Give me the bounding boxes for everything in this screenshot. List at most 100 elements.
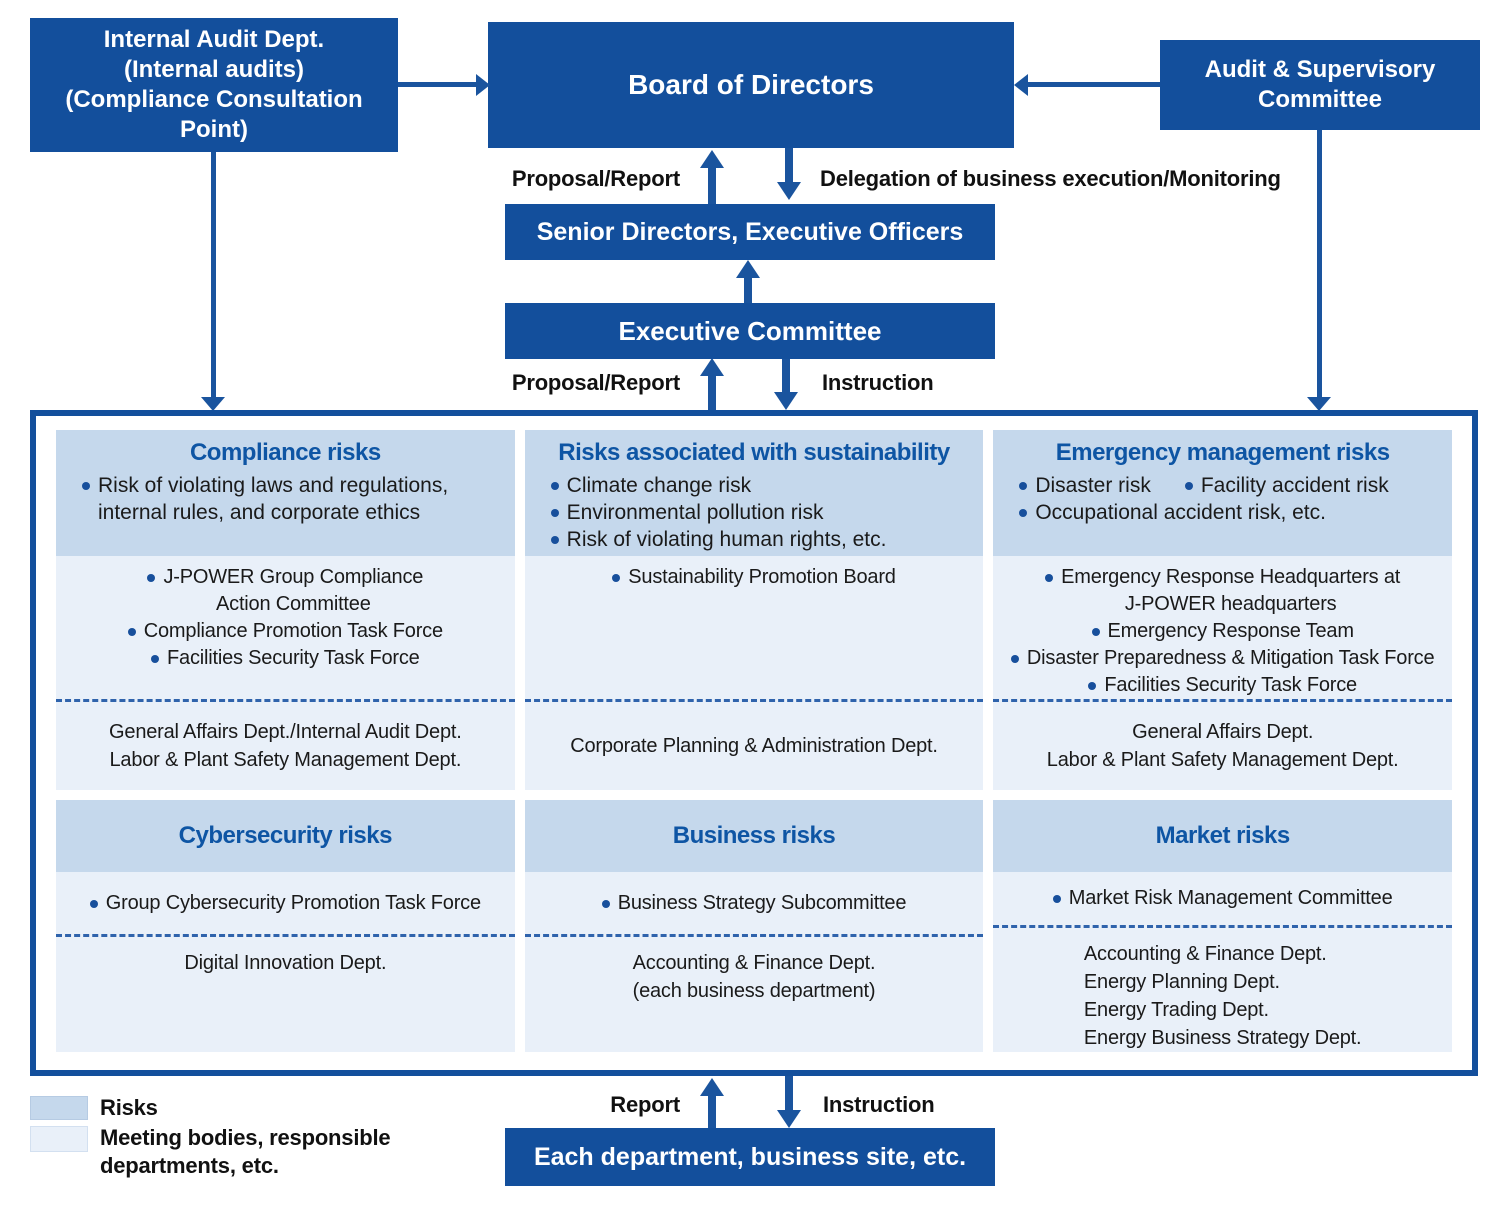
business-departments: Accounting & Finance Dept. (each busines… [525,937,984,1052]
legend-meeting-bodies-label: Meeting bodies, responsible departments,… [100,1125,391,1178]
market-body: Market Risk Management Committee Account… [993,872,1452,1052]
meeting-body-item: Facilities Security Task Force [151,645,420,672]
arrow-board-to-senior [785,148,793,184]
cybersecurity-departments: Digital Innovation Dept. [56,937,515,1052]
bullet-icon [1091,628,1100,636]
bullet-icon [127,628,136,636]
compliance-meeting-bodies: J-POWER Group Compliance Action Committe… [56,556,515,702]
emergency-header: Emergency management risks Disaster risk… [993,430,1452,556]
bullet-icon [1010,655,1019,663]
line-audit-committee-to-container [1317,130,1322,398]
cybersecurity-meeting-bodies: Group Cybersecurity Promotion Task Force [56,872,515,937]
emergency-meeting-bodies: Emergency Response Headquarters at J-POW… [993,556,1452,702]
meeting-body-item: Market Risk Management Committee [1052,885,1393,912]
arrowhead-down-icon [777,182,801,200]
department-item: (each business department) [632,980,876,1002]
arrow-audit-committee-to-board [1028,82,1160,87]
sustainability-risk-bullet: Climate change risk [550,472,976,499]
arrow-executive-to-senior [744,277,752,303]
senior-directors-label: Senior Directors, Executive Officers [536,217,964,246]
bullet-icon [550,509,559,517]
cybersecurity-body: Group Cybersecurity Promotion Task Force… [56,872,515,1052]
arrowhead-down-icon [777,1110,801,1128]
sustainability-title: Risks associated with sustainability [558,439,950,466]
arrowhead-down-icon [201,397,225,411]
business-body: Business Strategy Subcommittee Accountin… [524,872,984,1052]
department-item: General Affairs Dept./Internal Audit Dep… [109,721,462,743]
risk-grid: Compliance risks Risk of violating laws … [36,416,1472,1052]
arrowhead-up-icon [700,358,724,376]
department-item: Labor & Plant Safety Management Dept. [109,749,462,771]
risk-section-market: Market risks Market Risk Management Comm… [993,800,1452,1052]
business-title: Business risks [672,822,836,849]
report-bottom-label: Report [610,1092,680,1117]
department-item: Corporate Planning & Administration Dept… [570,735,938,757]
each-department-label: Each department, business site, etc. [533,1142,967,1171]
compliance-body: J-POWER Group Compliance Action Committe… [56,556,515,790]
cybersecurity-title: Cybersecurity risks [178,822,393,849]
each-department-box: Each department, business site, etc. [505,1128,995,1186]
emergency-title: Emergency management risks [1055,439,1390,466]
sustainability-header: Risks associated with sustainability Cli… [524,430,984,556]
arrow-internal-audit-to-board [398,82,478,87]
bullet-icon [1052,895,1061,903]
meeting-body-item: J-POWER Group Compliance Action Committe… [147,564,423,618]
emergency-risk-bullet: Occupational accident risk, etc. [1019,499,1326,526]
instruction-bottom-label: Instruction [823,1092,935,1117]
market-meeting-bodies: Market Risk Management Committee [993,872,1452,928]
legend-swatch-meeting-bodies [30,1126,88,1152]
instruction-mid-label: Instruction [822,370,934,395]
department-item: Digital Innovation Dept. [184,952,387,974]
emergency-body: Emergency Response Headquarters at J-POW… [993,556,1452,790]
market-title: Market risks [1155,822,1291,849]
department-item: Energy Planning Dept. [1083,971,1280,993]
department-item: Energy Business Strategy Dept. [1083,1027,1362,1049]
sustainability-body: Sustainability Promotion Board Corporate… [524,556,984,790]
bullet-icon [550,536,559,544]
bullet-icon [550,482,559,490]
cybersecurity-header: Cybersecurity risks [56,800,515,872]
department-item: Labor & Plant Safety Management Dept. [1046,749,1399,771]
meeting-body-item: Disaster Preparedness & Mitigation Task … [1010,645,1435,672]
bullet-icon [147,574,156,582]
bullet-icon [82,482,90,490]
arrowhead-up-icon [700,150,724,168]
risk-section-sustainability: Risks associated with sustainability Cli… [524,430,984,790]
meeting-body-item: Emergency Response Team [1091,618,1354,645]
department-item: General Affairs Dept. [1132,721,1314,743]
sustainability-risk-bullet: Risk of violating human rights, etc. [550,526,976,553]
audit-supervisory-committee-box: Audit & Supervisory Committee [1160,40,1480,130]
bullet-icon [601,899,610,908]
compliance-header: Compliance risks Risk of violating laws … [56,430,515,556]
risk-section-compliance: Compliance risks Risk of violating laws … [56,430,515,790]
risk-container: Compliance risks Risk of violating laws … [30,410,1478,1076]
bullet-icon [1184,482,1193,490]
board-of-directors-label: Board of Directors [628,69,874,100]
internal-audit-line2: (Internal audits) [123,56,304,83]
arrowhead-up-icon [700,1078,724,1096]
sustainability-meeting-bodies: Sustainability Promotion Board [524,556,984,702]
arrow-container-to-departments [785,1076,793,1110]
bullet-icon [1088,682,1097,690]
internal-audit-line1: Internal Audit Dept. [103,26,325,53]
bullet-icon [151,655,160,663]
business-meeting-bodies: Business Strategy Subcommittee [524,872,984,937]
emergency-risk-bullet: Facility accident risk [1184,472,1389,499]
arrowhead-right-icon [476,74,490,96]
sustainability-departments: Corporate Planning & Administration Dept… [525,702,984,790]
executive-committee-label: Executive Committee [618,315,882,346]
emergency-departments: General Affairs Dept. Labor & Plant Safe… [993,702,1452,790]
department-item: Accounting & Finance Dept. [632,952,876,974]
senior-directors-box: Senior Directors, Executive Officers [505,204,995,260]
meeting-body-item: Business Strategy Subcommittee [601,890,906,917]
meeting-body-item: Facilities Security Task Force [1088,672,1357,699]
department-item: Energy Trading Dept. [1083,999,1269,1021]
emergency-risk-bullet: Disaster risk [1019,472,1151,499]
arrow-senior-to-board [708,166,716,204]
market-departments: Accounting & Finance Dept. Energy Planni… [993,928,1452,1052]
arrow-container-to-executive [708,375,716,410]
bullet-icon [1019,482,1028,490]
arrowhead-left-icon [1014,74,1028,96]
arrow-departments-to-container [708,1095,716,1128]
